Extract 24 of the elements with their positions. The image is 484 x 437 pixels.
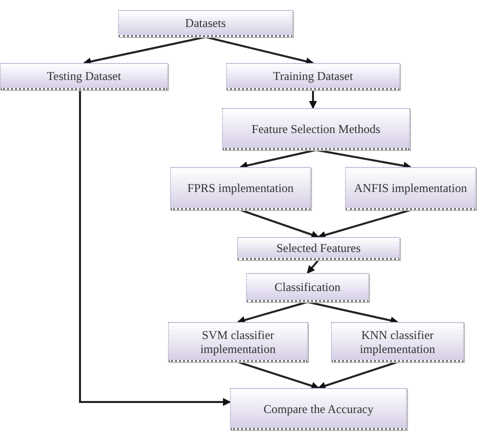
arrow [238, 361, 320, 390]
process-box: Datasets [118, 10, 293, 37]
arrow [83, 36, 206, 66]
process-box: FPRS implementation [170, 167, 311, 210]
process-box: Compare the Accuracy [230, 388, 407, 430]
arrow [306, 259, 320, 274]
process-box: ANFIS implementation [345, 167, 476, 210]
process-box: Training Dataset [226, 63, 400, 90]
process-box: Selected Features [237, 237, 400, 260]
process-box: Classification [246, 273, 369, 302]
arrow [309, 90, 317, 109]
arrow [318, 209, 411, 239]
process-box: SVM classifier implementation [168, 322, 308, 362]
arrow [240, 209, 320, 238]
arrow [237, 301, 308, 324]
process-box: KNN classifier implementation [331, 322, 464, 362]
arrow [316, 149, 412, 170]
arrow [318, 361, 398, 390]
arrow [79, 90, 231, 406]
process-box: Testing Dataset [0, 63, 168, 90]
arrow [307, 301, 398, 324]
process-box: Feature Selection Methods [222, 108, 410, 150]
arrow [205, 36, 314, 66]
arrow [240, 149, 316, 170]
